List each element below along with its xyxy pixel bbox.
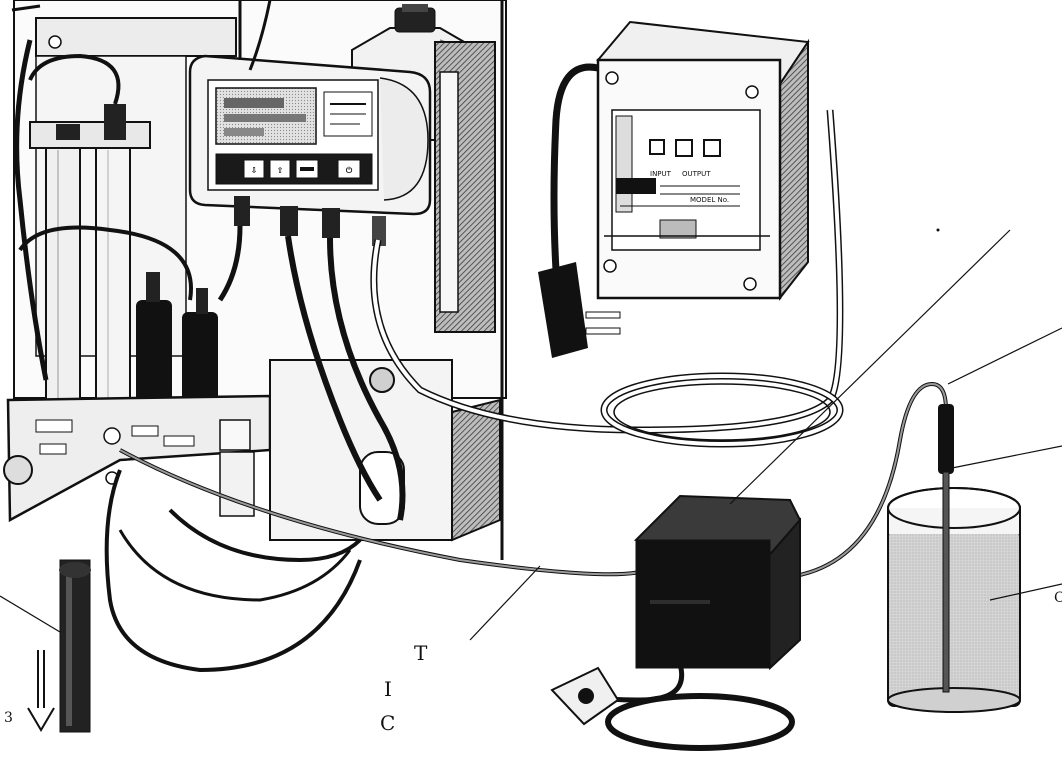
screw-icon: [743, 277, 757, 291]
callout-leaders: [0, 229, 1062, 641]
controller-unit: ⇩ ⇧ ⏻: [188, 54, 432, 246]
cable-connector: [234, 196, 250, 226]
sensor-connector: [104, 104, 126, 140]
screw-icon: [745, 85, 759, 99]
callout-label: T: [414, 641, 428, 665]
junction-box: [269, 359, 501, 542]
drain-pipe: [59, 559, 91, 733]
mains-plug: [538, 63, 621, 358]
valve-knob[interactable]: [3, 455, 33, 485]
sample-beaker: [887, 487, 1021, 713]
input-label: INPUT: [650, 170, 672, 178]
up-arrow-icon: ⇧: [277, 166, 284, 175]
power-icon: ⏻: [346, 166, 353, 175]
cable-connector: [322, 208, 340, 238]
sensor-probe: [938, 404, 954, 693]
flow-direction-arrow-icon: [27, 650, 55, 732]
callout-label: C: [1054, 590, 1062, 606]
callout-label: C: [380, 711, 395, 735]
cables: [14, 0, 406, 673]
controller-button-power[interactable]: ⏻: [337, 159, 361, 179]
down-arrow-icon: ⇩: [251, 166, 258, 175]
screw-icon: [48, 35, 62, 49]
cable-connector: [280, 206, 298, 236]
model-label: MODEL No.: [690, 196, 729, 204]
electrode: [136, 300, 172, 424]
pump-unit: [550, 494, 802, 751]
controller-button-up[interactable]: ⇧: [269, 159, 291, 179]
controller-button-mode[interactable]: [295, 159, 319, 179]
callout-label: 3: [4, 710, 13, 726]
output-label: OUTPUT: [682, 170, 711, 178]
screw-icon: [603, 259, 617, 273]
sensor-cable: [119, 381, 948, 578]
callout-labels: T I C 3 C: [4, 590, 1062, 735]
cable-connector: [372, 216, 386, 246]
callout-label: I: [384, 677, 392, 701]
mounting-box: [434, 41, 496, 333]
flow-cell: [29, 104, 218, 430]
controller-button-down[interactable]: ⇩: [243, 159, 265, 179]
hose: [370, 109, 844, 448]
screw-icon: [605, 71, 619, 85]
power-module: INPUT OUTPUT MODEL No.: [596, 20, 810, 301]
